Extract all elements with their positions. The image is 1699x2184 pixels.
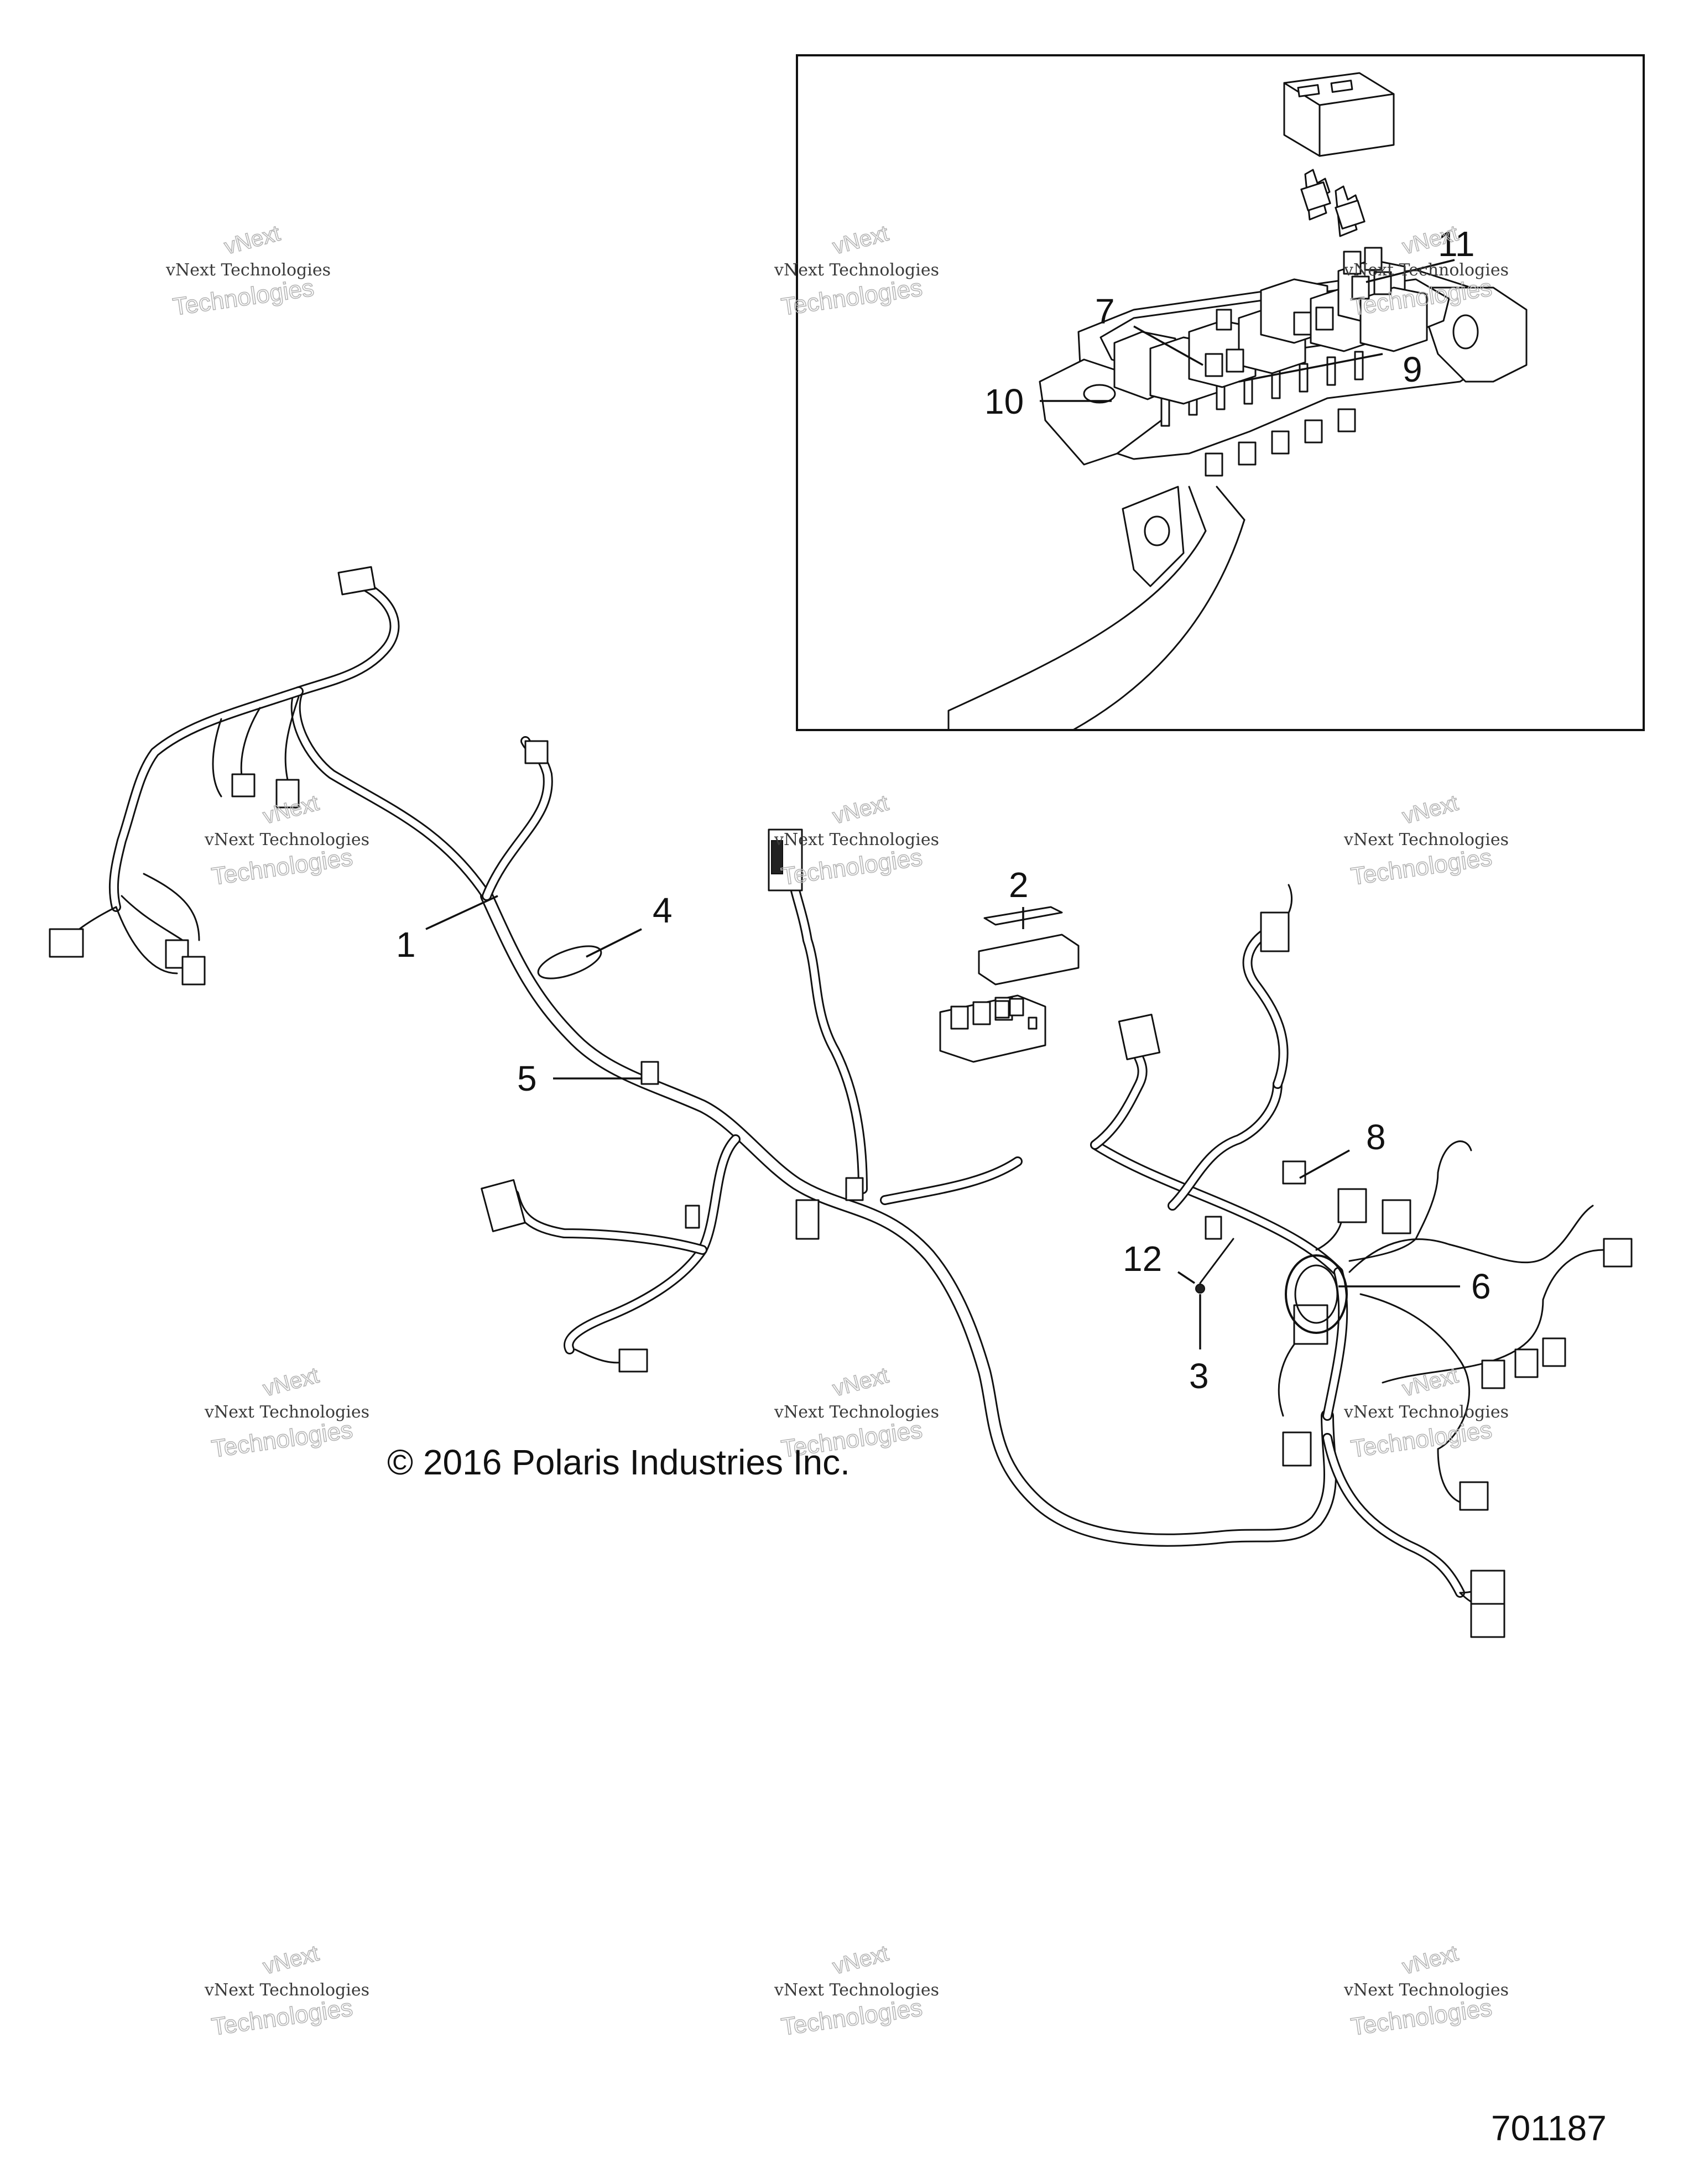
svg-text:Technologies: Technologies (780, 274, 924, 321)
svg-text:10: 10 (984, 382, 1024, 421)
watermark: vNext vNext Technologies Technologies (1343, 1941, 1509, 2041)
fuse-pair (1300, 169, 1366, 237)
relay-row (1113, 259, 1428, 405)
watermarks: vNext vNext Technologies Technologies vN… (165, 221, 1509, 2041)
callout-3: 3 (1189, 1294, 1209, 1396)
callout-2: 2 (1009, 865, 1029, 929)
svg-text:vNext Technologies: vNext Technologies (204, 1980, 369, 2000)
callout-1: 1 (396, 895, 498, 965)
svg-text:Technologies: Technologies (1349, 844, 1494, 890)
diagram-part-number: 701187 (1491, 2108, 1607, 2148)
watermark: vNext vNext Technologies Technologies (204, 790, 369, 891)
watermark: vNext vNext Technologies Technologies (774, 1941, 939, 2041)
svg-text:vNext: vNext (1400, 1363, 1461, 1401)
svg-text:11: 11 (1438, 224, 1474, 264)
svg-text:Technologies: Technologies (210, 1994, 355, 2041)
svg-text:Technologies: Technologies (1349, 1416, 1494, 1463)
svg-text:vNext: vNext (830, 1363, 891, 1401)
main-wire-harness (49, 566, 1633, 1638)
svg-text:vNext: vNext (830, 791, 891, 829)
svg-text:vNext: vNext (1400, 791, 1461, 829)
svg-text:vNext: vNext (260, 1941, 321, 1979)
svg-text:vNext Technologies: vNext Technologies (204, 1403, 369, 1422)
svg-text:vNext Technologies: vNext Technologies (1343, 1980, 1509, 2000)
callout-10: 10 (984, 382, 1112, 421)
callout-7: 7 (1095, 291, 1203, 366)
callout-8: 8 (1299, 1117, 1386, 1179)
callouts: 1 2 3 4 5 6 7 8 (396, 224, 1491, 1396)
svg-text:3: 3 (1189, 1356, 1209, 1396)
callout-11: 11 (1366, 224, 1474, 283)
svg-text:4: 4 (653, 890, 673, 930)
svg-text:vNext Technologies: vNext Technologies (1343, 830, 1509, 849)
callout-12: 12 (1123, 1239, 1195, 1284)
svg-text:Technologies: Technologies (171, 274, 316, 321)
svg-text:vNext Technologies: vNext Technologies (1343, 260, 1509, 280)
callout-5: 5 (517, 1059, 642, 1098)
svg-text:vNext: vNext (222, 221, 283, 259)
svg-text:vNext: vNext (830, 221, 891, 259)
watermark: vNext vNext Technologies Technologies (204, 1363, 369, 1463)
svg-text:vNext Technologies: vNext Technologies (204, 830, 369, 849)
watermark: vNext vNext Technologies Technologies (204, 1941, 369, 2041)
svg-text:Technologies: Technologies (210, 1416, 355, 1463)
svg-text:Technologies: Technologies (780, 1994, 924, 2041)
svg-text:Technologies: Technologies (1349, 1994, 1494, 2041)
svg-text:7: 7 (1095, 291, 1115, 331)
inset-detail-box (796, 54, 1645, 731)
watermark: vNext vNext Technologies Technologies (1343, 790, 1509, 891)
connectors (49, 566, 1633, 1638)
harness-fuse-block (939, 994, 1046, 1063)
svg-text:6: 6 (1471, 1266, 1491, 1306)
fuse-puller (1283, 72, 1395, 157)
svg-text:8: 8 (1366, 1117, 1386, 1157)
svg-text:Technologies: Technologies (210, 844, 355, 890)
watermark: vNext vNext Technologies Technologies (774, 221, 939, 321)
watermark: vNext vNext Technologies Technologies (165, 221, 331, 321)
svg-text:1: 1 (396, 925, 416, 965)
relay-box (947, 247, 1528, 731)
callout-9: 9 (1238, 350, 1422, 389)
svg-text:9: 9 (1403, 350, 1422, 389)
svg-text:vNext Technologies: vNext Technologies (165, 260, 331, 280)
svg-text:vNext: vNext (260, 1363, 321, 1401)
svg-text:vNext Technologies: vNext Technologies (774, 1403, 939, 1422)
svg-text:vNext: vNext (1400, 1941, 1461, 1979)
svg-text:12: 12 (1123, 1239, 1162, 1279)
callout-4: 4 (586, 890, 673, 958)
svg-text:vNext Technologies: vNext Technologies (774, 1980, 939, 2000)
svg-text:vNext Technologies: vNext Technologies (774, 260, 939, 280)
callout-6: 6 (1338, 1266, 1491, 1306)
svg-text:vNext Technologies: vNext Technologies (774, 830, 939, 849)
copyright-text: © 2016 Polaris Industries Inc. (387, 1442, 850, 1482)
svg-text:vNext Technologies: vNext Technologies (1343, 1403, 1509, 1422)
svg-text:vNext: vNext (830, 1941, 891, 1979)
watermark: vNext vNext Technologies Technologies (774, 790, 939, 891)
svg-text:2: 2 (1009, 865, 1029, 905)
svg-text:5: 5 (517, 1059, 537, 1098)
